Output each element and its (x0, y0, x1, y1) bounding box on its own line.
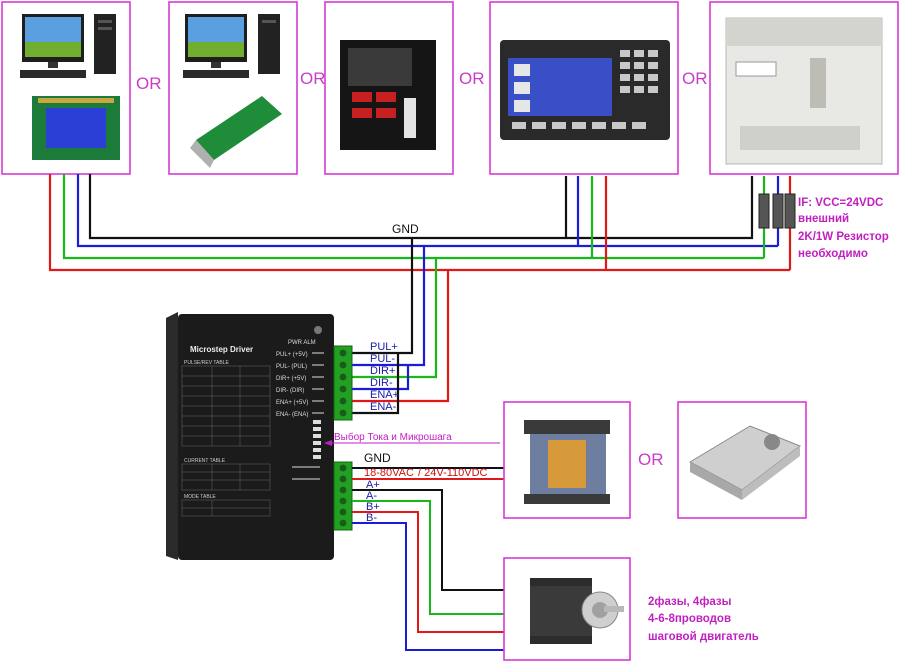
or-label-3: OR (459, 69, 485, 88)
resistors (758, 193, 796, 229)
term-a-minus: A- (366, 490, 377, 502)
term-pul-minus: PUL- (370, 353, 395, 365)
wire-red (48, 174, 790, 272)
term-dir-minus: DIR- (370, 377, 393, 389)
switching-power-supply (677, 401, 807, 519)
wire-red-drop (352, 270, 450, 403)
wire-jumper-blue (352, 365, 410, 391)
wire-blue (76, 174, 778, 248)
term-b-minus: B- (366, 512, 377, 524)
source-pc-with-display (1, 1, 131, 175)
current-select-label: Выбор Тока и Микрошага (334, 431, 452, 443)
wire-b-minus (352, 522, 522, 651)
term-a-plus: A+ (366, 479, 380, 491)
term-ena-plus: ENA+ (370, 389, 399, 401)
term-ena-minus: ENA- (370, 401, 397, 413)
term-gnd: GND (364, 451, 391, 465)
wire-jumper-black (352, 353, 400, 415)
microstep-driver: Microstep Driver PWR ALM PULSE/REV TABLE… (166, 312, 334, 560)
source-pc-with-card (168, 1, 298, 175)
wire-gnd-plc (566, 176, 754, 240)
wire-gnd-drop (352, 238, 414, 355)
wire-a-minus (352, 500, 522, 615)
term-pul-plus: PUL+ (370, 341, 398, 353)
power-motor-terminal-block (333, 461, 353, 531)
wire-green (62, 174, 764, 260)
resistor-note-line-4: необходимо (798, 248, 868, 260)
motor-note-line-2: 4-6-8проводов (648, 613, 731, 625)
resistor-note-line-3: 2K/1W Резистор (798, 231, 889, 243)
wire-a-plus (352, 489, 522, 591)
stepper-motor (503, 557, 631, 661)
or-label-4: OR (682, 69, 708, 88)
resistor-note-line-2: внешний (798, 213, 849, 225)
term-power-alt: / 24V-110VDC (418, 467, 488, 479)
driver-input-label-6: ENA- (ENA) (276, 412, 308, 418)
signal-terminal-block (333, 345, 353, 421)
current-table-label: CURRENT TABLE (184, 458, 226, 464)
motor-note-line-3: шаговой двигатель (648, 631, 759, 643)
wire-blue-drop (352, 246, 426, 367)
or-label-2: OR (300, 69, 326, 88)
source-plc (709, 1, 899, 175)
gnd-bus-label: GND (392, 222, 419, 236)
dip-switches (313, 420, 321, 459)
wire-b-plus (352, 511, 522, 633)
motor-note-line-1: 2фазы, 4фазы (648, 596, 732, 608)
term-power-main: 18-80VAC (364, 467, 414, 479)
driver-input-label-4: DIR- (DIR) (276, 388, 304, 394)
power-motor-wires (352, 467, 522, 651)
resistor-note-line-1: IF: VCC=24VDC (798, 197, 883, 209)
driver-input-label-3: DIR+ (+5V) (276, 376, 306, 382)
driver-input-label-1: PUL+ (+5V) (276, 352, 308, 358)
wire-green-drop (352, 258, 438, 379)
power-transformer (503, 401, 631, 519)
pulse-table-label: PULSE/REV TABLE (184, 360, 229, 366)
driver-title: Microstep Driver (190, 345, 253, 354)
term-dir-plus: DIR+ (370, 365, 395, 377)
current-select-arrow (324, 440, 332, 446)
source-text-display-controller (489, 1, 679, 175)
wire-gnd-right (412, 176, 568, 240)
driver-pwr-label: PWR ALM (288, 340, 316, 346)
source-panel-controller (324, 1, 454, 175)
driver-input-label-2: PUL- (PUL) (276, 364, 307, 370)
term-b-plus: B+ (366, 501, 380, 513)
driver-input-label-5: ENA+ (+5V) (276, 400, 308, 406)
or-label-1: OR (136, 74, 162, 93)
mode-table-label: MODE TABLE (184, 494, 216, 500)
or-label-power: OR (638, 450, 664, 469)
signal-bus-wires (48, 174, 792, 415)
wire-gnd (88, 174, 412, 240)
mounting-screw (314, 326, 322, 334)
